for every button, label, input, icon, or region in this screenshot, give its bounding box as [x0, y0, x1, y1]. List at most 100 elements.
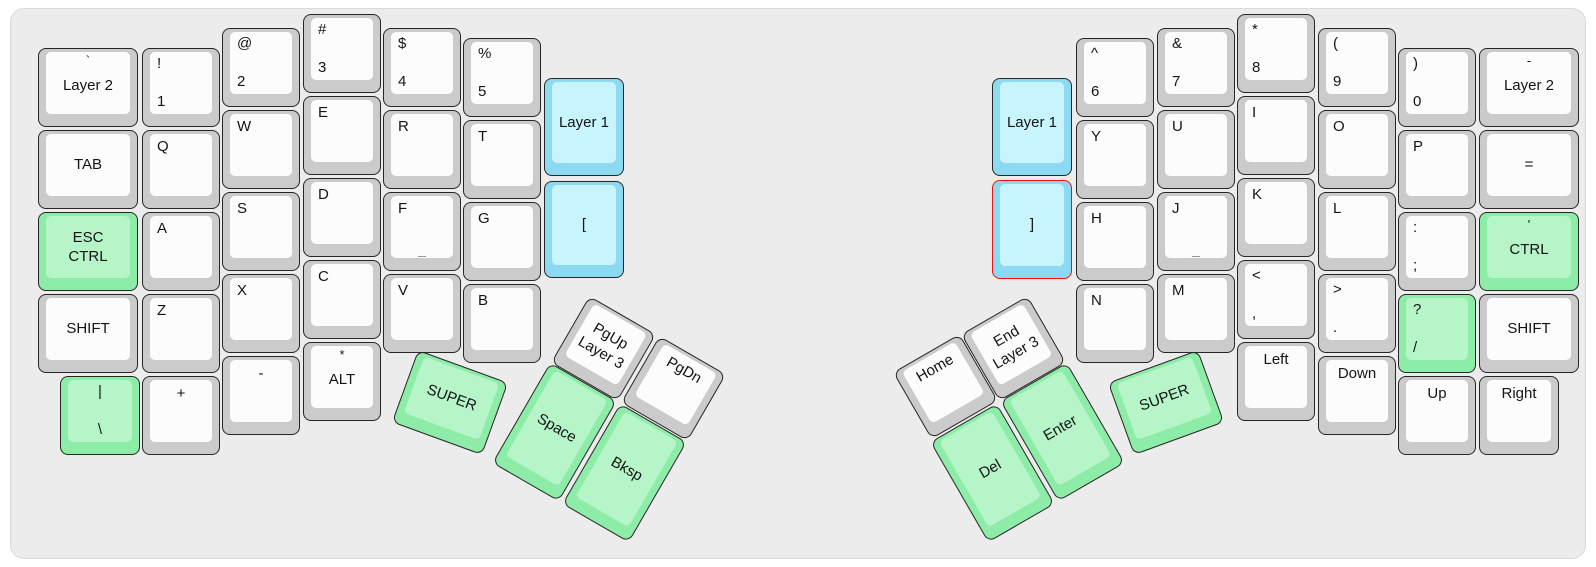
key-label: /: [1413, 338, 1418, 356]
key-label: G: [478, 210, 490, 227]
key-q[interactable]: Q: [142, 130, 220, 209]
key-label: SUPER: [424, 381, 479, 415]
key-p[interactable]: P: [1398, 130, 1476, 209]
key-label: Del: [976, 456, 1005, 482]
key-label: 4: [398, 72, 407, 90]
key-at-2[interactable]: @2: [222, 28, 300, 107]
key-l[interactable]: L: [1318, 192, 1396, 271]
keycap-top: F_: [391, 196, 453, 258]
key-layer1-left[interactable]: Layer 1: [544, 78, 624, 176]
keycap-top: #3: [311, 18, 373, 80]
key-tab[interactable]: TAB: [38, 130, 138, 209]
key-b[interactable]: B: [463, 284, 541, 363]
key-z[interactable]: Z: [142, 294, 220, 373]
key-super-left[interactable]: SUPER: [391, 349, 509, 456]
key-lt-comma[interactable]: <,: [1237, 260, 1315, 339]
key-label: Up: [1427, 385, 1447, 402]
key-shift-left[interactable]: SHIFT: [38, 294, 138, 373]
key-label: ': [1527, 217, 1531, 232]
key-label: D: [318, 186, 329, 203]
key-t[interactable]: T: [463, 120, 541, 199]
key-i[interactable]: I: [1237, 96, 1315, 175]
keycap-top: - Layer 2: [1487, 52, 1571, 114]
keycap-top: I: [1245, 100, 1307, 162]
key-layer1-right[interactable]: Layer 1: [992, 78, 1072, 176]
key-label: !: [157, 55, 162, 72]
key-y[interactable]: Y: [1076, 120, 1154, 199]
key-lbracket[interactable]: [: [544, 181, 624, 278]
key-label: ^: [1091, 45, 1099, 62]
key-f[interactable]: F_: [383, 192, 461, 271]
key-u[interactable]: U: [1157, 110, 1235, 189]
key-question-slash[interactable]: ?/: [1398, 294, 1476, 373]
keycap-top: :;: [1406, 216, 1468, 278]
key-label: ESC: [72, 228, 104, 246]
key-j[interactable]: J_: [1157, 192, 1235, 271]
keycap-top: PgDn: [634, 343, 718, 426]
key-label: 8: [1252, 58, 1261, 76]
keycap-top: 'CTRL: [1487, 216, 1571, 278]
key-equals[interactable]: =: [1479, 130, 1579, 209]
key-label: PgDn: [663, 353, 705, 388]
key-a[interactable]: A: [142, 212, 220, 291]
keycap-top: L: [1326, 196, 1388, 258]
key-n[interactable]: N: [1076, 284, 1154, 363]
key-r[interactable]: R: [383, 110, 461, 189]
key-x[interactable]: X: [222, 274, 300, 353]
key-e[interactable]: E: [303, 96, 381, 175]
key-arrow-left[interactable]: Left: [1237, 342, 1315, 421]
key-label: &: [1172, 35, 1183, 52]
key-percent-5[interactable]: %5: [463, 38, 541, 117]
key-grave-layer2[interactable]: `Layer 2: [38, 48, 138, 127]
keycap-top: |\: [68, 380, 132, 442]
key-arrow-right[interactable]: Right: [1479, 376, 1559, 455]
key-pipe-backslash[interactable]: |\: [60, 376, 140, 455]
key-o[interactable]: O: [1318, 110, 1396, 189]
key-m[interactable]: M: [1157, 274, 1235, 353]
key-label: Layer 2: [1503, 77, 1555, 94]
key-label: >: [1333, 281, 1342, 298]
key-d[interactable]: D: [303, 178, 381, 257]
key-label: CTRL: [68, 248, 108, 265]
key-label: 7: [1172, 72, 1181, 90]
key-excl-1[interactable]: !1: [142, 48, 220, 127]
key-hash-3[interactable]: #3: [303, 14, 381, 93]
key-label: 0: [1413, 92, 1422, 110]
key-super-right[interactable]: SUPER: [1107, 349, 1225, 456]
key-dollar-4[interactable]: $4: [383, 28, 461, 107]
key-gt-period[interactable]: >.: [1318, 274, 1396, 353]
key-rbracket[interactable]: ]: [992, 180, 1072, 279]
keycap-top: K: [1245, 182, 1307, 244]
key-homing-mark: _: [418, 241, 426, 257]
key-colon-semi[interactable]: :;: [1398, 212, 1476, 291]
key-label: -: [1526, 53, 1532, 68]
key-esc-ctrl[interactable]: ESC CTRL: [38, 212, 138, 291]
key-g[interactable]: G: [463, 202, 541, 281]
key-lparen-9[interactable]: (9: [1318, 28, 1396, 107]
key-label: [: [581, 216, 587, 234]
key-arrow-down[interactable]: Down: [1318, 356, 1396, 435]
key-star-8[interactable]: *8: [1237, 14, 1315, 93]
keycap-top: Q: [150, 134, 212, 196]
key-rparen-0[interactable]: )0: [1398, 48, 1476, 127]
key-label: `: [85, 53, 91, 68]
key-label: Y: [1091, 128, 1102, 145]
key-h[interactable]: H: [1076, 202, 1154, 281]
key-s[interactable]: S: [222, 192, 300, 271]
key-star-alt[interactable]: *ALT: [303, 342, 381, 421]
key-amp-7[interactable]: &7: [1157, 28, 1235, 107]
key-label: 9: [1333, 72, 1342, 90]
key-arrow-up[interactable]: Up: [1398, 376, 1476, 455]
key-label: *: [1252, 21, 1258, 38]
key-shift-right[interactable]: SHIFT: [1479, 294, 1579, 373]
key-minus-left[interactable]: -: [222, 356, 300, 435]
key-plus[interactable]: +: [142, 376, 220, 455]
keycap-top: %5: [471, 42, 533, 104]
key-caret-6[interactable]: ^6: [1076, 38, 1154, 117]
key-quote-ctrl[interactable]: 'CTRL: [1479, 212, 1579, 291]
key-v[interactable]: V: [383, 274, 461, 353]
key-minus-layer2[interactable]: - Layer 2: [1479, 48, 1579, 127]
key-k[interactable]: K: [1237, 178, 1315, 257]
key-w[interactable]: W: [222, 110, 300, 189]
key-c[interactable]: C: [303, 260, 381, 339]
